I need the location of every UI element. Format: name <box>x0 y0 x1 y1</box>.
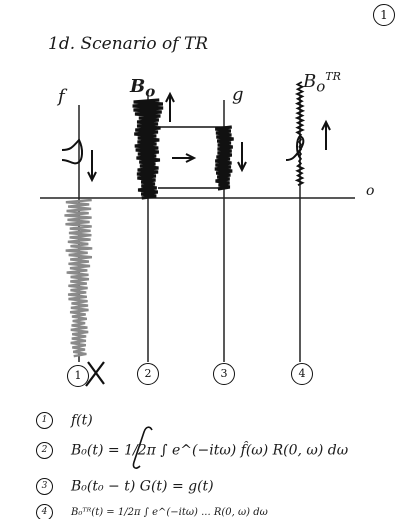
equation-number-1: 1 <box>36 412 53 429</box>
equation-1: 1 f(t) <box>36 412 93 429</box>
panel-number-3: 3 <box>213 363 235 385</box>
equation-4: 4 B₀ᵀᴿ(t) = 1/2π ∫ e^(−itω) ... R(0, ω) d… <box>36 504 268 519</box>
equation-2: 2 B₀(t) = 1/2π ∫ e^(−itω) f̂(ω) R(0, ω) d… <box>36 442 348 459</box>
panel-b0tr-drawing <box>285 81 331 362</box>
side-marker: o <box>366 183 375 199</box>
page-number: 1 <box>373 4 395 26</box>
equation-text-4: B₀ᵀᴿ(t) = 1/2π ∫ e^(−itω) ... R(0, ω) dω <box>71 507 268 518</box>
page-title: 1d. Scenario of TR <box>48 34 209 54</box>
equation-text-3: B₀(t₀ − t) G(t) = g(t) <box>71 478 214 495</box>
equation-number-4: 4 <box>36 504 53 519</box>
panel-number-1: 1 <box>67 365 89 387</box>
panel-label-b0tr: BoTR <box>303 70 341 96</box>
equation-text-1: f(t) <box>71 412 93 429</box>
equation-number-3: 3 <box>36 478 53 495</box>
panel-b0-drawing <box>132 91 226 362</box>
equation-3: 3 B₀(t₀ − t) G(t) = g(t) <box>36 478 214 495</box>
panel-g-drawing <box>214 100 247 362</box>
panel-label-b0: Bo <box>130 76 156 101</box>
equation-text-2: B₀(t) = 1/2π ∫ e^(−itω) f̂(ω) R(0, ω) dω <box>71 442 349 459</box>
panel-f-drawing <box>61 105 105 387</box>
panel-label-g: g <box>232 84 244 105</box>
integral-sign <box>132 426 153 469</box>
panel-number-4: 4 <box>291 363 313 385</box>
incident-pulse <box>61 138 83 165</box>
recorded-signal <box>132 98 164 200</box>
cross-mark <box>85 361 105 387</box>
refocused-pulse <box>285 134 305 161</box>
panel-label-f: f <box>58 86 65 107</box>
windowed-signal <box>214 125 234 191</box>
equation-number-2: 2 <box>36 442 53 459</box>
panel-number-2: 2 <box>137 363 159 385</box>
scattered-coda <box>64 198 93 358</box>
refocused-signal <box>294 81 306 186</box>
